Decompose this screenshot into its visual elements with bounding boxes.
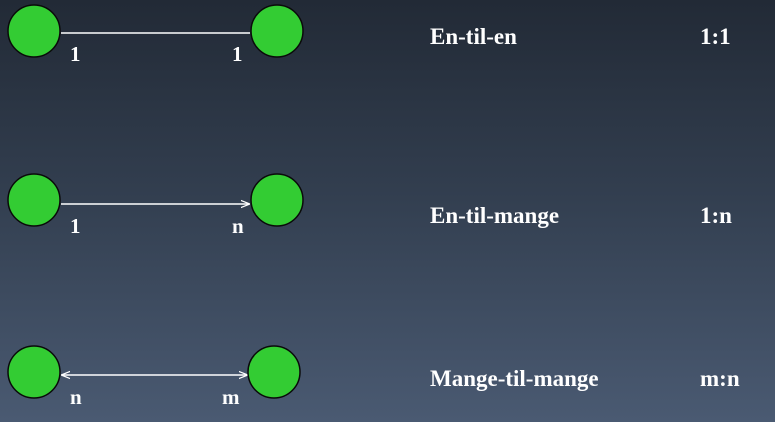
relationship-notation: m:n — [700, 366, 740, 391]
right-cardinality-label: n — [232, 214, 244, 238]
right-entity-node — [250, 4, 304, 58]
right-cardinality-label: m — [222, 385, 240, 409]
relationship-row-one-to-one: 1 1 En-til-en 1:1 — [7, 4, 731, 66]
right-cardinality-label: 1 — [232, 42, 243, 66]
left-entity-node — [7, 4, 61, 58]
left-entity-node — [7, 173, 61, 227]
relationship-name: Mange-til-mange — [430, 366, 599, 391]
left-cardinality-label: 1 — [70, 214, 81, 238]
relationship-notation: 1:1 — [700, 24, 731, 49]
left-cardinality-label: n — [70, 385, 82, 409]
left-cardinality-label: 1 — [70, 42, 81, 66]
relationship-notation: 1:n — [700, 203, 732, 228]
right-entity-node — [247, 345, 301, 399]
relationship-row-one-to-many: 1 n En-til-mange 1:n — [7, 173, 732, 238]
relationship-name: En-til-en — [430, 24, 517, 49]
right-entity-node — [250, 173, 304, 227]
relationship-row-many-to-many: n m Mange-til-mange m:n — [7, 345, 740, 409]
left-entity-node — [7, 345, 61, 399]
relationship-name: En-til-mange — [430, 203, 559, 228]
